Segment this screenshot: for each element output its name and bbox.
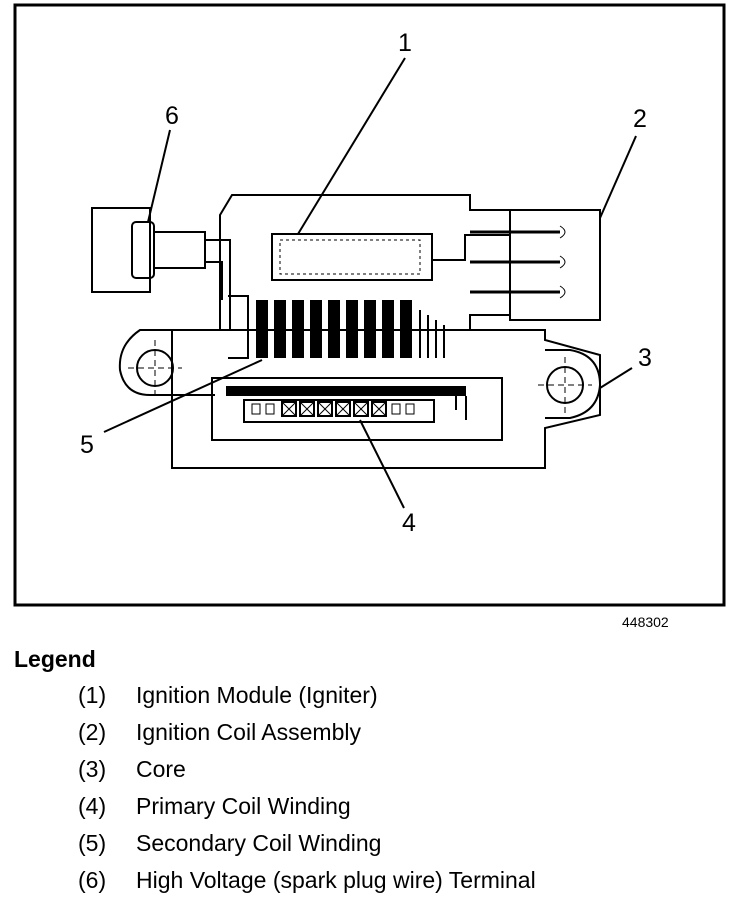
leader-4 xyxy=(359,419,405,509)
leader-5 xyxy=(103,359,263,433)
callout-6: 6 xyxy=(165,102,179,130)
leader-2 xyxy=(599,135,637,219)
hv-terminal-boot xyxy=(91,207,151,293)
figure-id: 448302 xyxy=(622,614,669,630)
leader-3 xyxy=(599,367,633,389)
primary-core-frame xyxy=(211,377,503,441)
legend-item-number: (6) xyxy=(78,867,107,893)
callout-4: 4 xyxy=(402,509,416,537)
legend-item: (4) Primary Coil Winding xyxy=(0,793,752,827)
right-mount-ear xyxy=(545,349,602,419)
legend-item-number: (4) xyxy=(78,793,107,819)
legend-item-label: Primary Coil Winding xyxy=(136,793,351,819)
ignition-coil-diagram: 1 2 3 4 5 6 xyxy=(13,3,726,607)
hv-terminal xyxy=(131,221,155,279)
secondary-coil-winding xyxy=(256,300,445,358)
legend-item-number: (1) xyxy=(78,682,107,708)
diagram-drawing xyxy=(13,3,726,607)
legend-title: Legend xyxy=(14,646,96,672)
callout-2: 2 xyxy=(633,105,647,133)
callout-5: 5 xyxy=(80,431,94,459)
legend-item-label: Core xyxy=(136,756,186,782)
legend-item: (5) Secondary Coil Winding xyxy=(0,830,752,864)
leader-1 xyxy=(297,57,406,235)
legend-item-number: (3) xyxy=(78,756,107,782)
legend-item: (6) High Voltage (spark plug wire) Termi… xyxy=(0,867,752,901)
legend-item-label: High Voltage (spark plug wire) Terminal xyxy=(136,867,536,893)
primary-coil-winding xyxy=(243,399,435,423)
legend-item-number: (5) xyxy=(78,830,107,856)
legend-item: (3) Core xyxy=(0,756,752,790)
callout-1: 1 xyxy=(398,29,412,57)
ignition-module xyxy=(271,233,433,281)
legend-item-number: (2) xyxy=(78,719,107,745)
legend-item-label: Secondary Coil Winding xyxy=(136,830,382,856)
diagram-frame xyxy=(13,3,726,607)
leader-6 xyxy=(147,129,171,223)
legend-item-label: Ignition Coil Assembly xyxy=(136,719,361,745)
coil-connector xyxy=(509,209,601,321)
left-mount-ear xyxy=(118,329,215,396)
legend-item: (2) Ignition Coil Assembly xyxy=(0,719,752,753)
legend-item-label: Ignition Module (Igniter) xyxy=(136,682,378,708)
callout-3: 3 xyxy=(638,344,652,372)
module-housing xyxy=(219,194,511,330)
legend-item: (1) Ignition Module (Igniter) xyxy=(0,682,752,716)
